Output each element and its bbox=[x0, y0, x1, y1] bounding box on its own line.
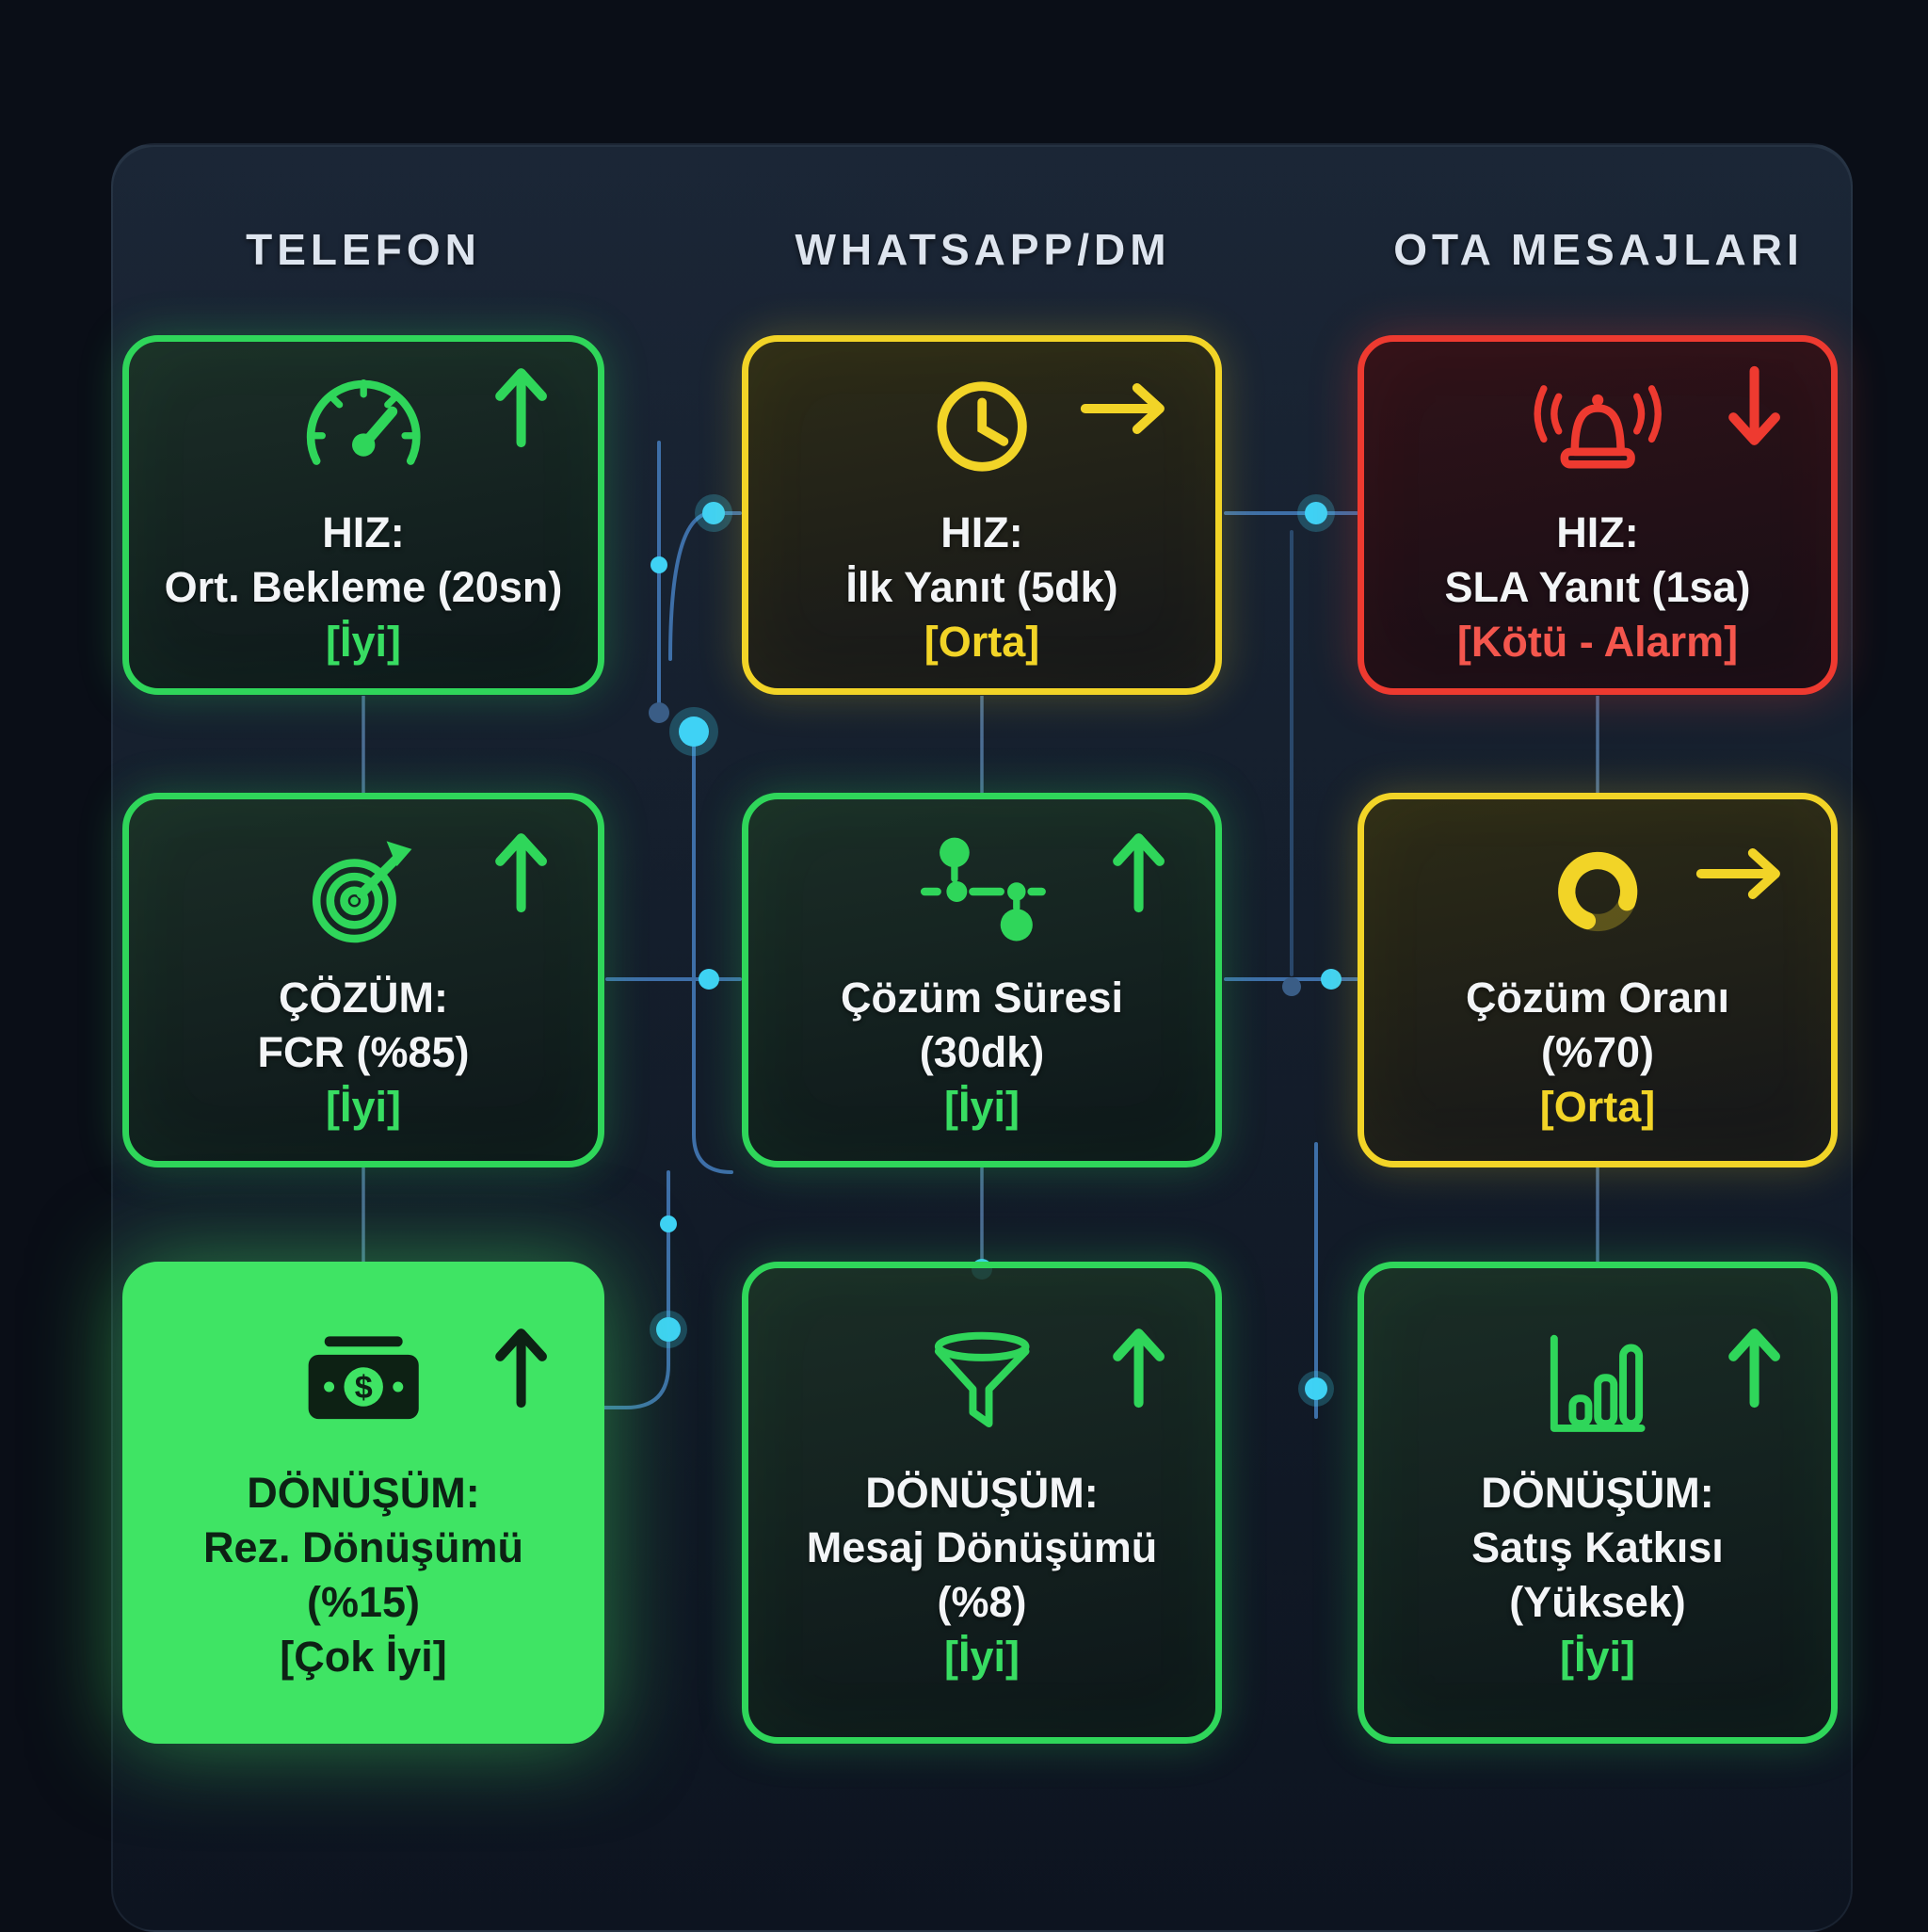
banknote-icon: $ bbox=[295, 1329, 432, 1444]
trend-up-icon bbox=[1107, 828, 1170, 916]
card-title: DÖNÜŞÜM: bbox=[865, 1469, 1099, 1517]
icon-row bbox=[748, 1321, 1215, 1453]
status-badge: [Çok İyi] bbox=[280, 1633, 447, 1681]
funnel-icon bbox=[913, 1329, 1051, 1444]
icon-row bbox=[748, 361, 1215, 492]
card-ota-cozum-orani: Çözüm Oranı (%70) [Orta] bbox=[1358, 793, 1838, 1167]
icon-row bbox=[748, 826, 1215, 958]
card-value-2: (%8) bbox=[937, 1578, 1027, 1626]
alarm-bell-icon bbox=[1529, 369, 1666, 484]
icon-row bbox=[1364, 361, 1831, 492]
status-badge: [Orta] bbox=[924, 618, 1040, 666]
card-telefon-cozum: ÇÖZÜM: FCR (%85) [İyi] bbox=[122, 793, 604, 1167]
card-title: DÖNÜŞÜM: bbox=[1481, 1469, 1714, 1517]
trend-down-icon bbox=[1723, 362, 1786, 451]
card-ota-hiz: HIZ: SLA Yanıt (1sa) [Kötü - Alarm] bbox=[1358, 335, 1838, 695]
status-badge: [Orta] bbox=[1539, 1083, 1656, 1131]
card-ota-donusum: DÖNÜŞÜM: Satış Katkısı (Yüksek) [İyi] bbox=[1358, 1262, 1838, 1744]
trend-up-icon bbox=[490, 362, 553, 451]
status-badge: [İyi] bbox=[943, 1633, 1020, 1681]
card-value: FCR (%85) bbox=[257, 1028, 470, 1076]
target-icon bbox=[295, 834, 432, 949]
status-badge: [İyi] bbox=[943, 1083, 1020, 1131]
icon-row bbox=[1364, 1321, 1831, 1453]
icon-row: $ bbox=[129, 1321, 598, 1453]
card-value: (%70) bbox=[1540, 1028, 1655, 1076]
card-telefon-hiz: HIZ: Ort. Bekleme (20sn) [İyi] bbox=[122, 335, 604, 695]
bar-chart-icon bbox=[1529, 1329, 1666, 1444]
column-header-ota-mesajlari: OTA MESAJLARI bbox=[1393, 225, 1804, 274]
card-value: Ort. Bekleme (20sn) bbox=[164, 563, 563, 611]
donut-ring-icon bbox=[1529, 834, 1666, 949]
trend-up-icon bbox=[1723, 1323, 1786, 1411]
flow-nodes-icon bbox=[913, 834, 1051, 949]
icon-row bbox=[129, 826, 598, 958]
icon-row bbox=[1364, 826, 1831, 958]
trend-up-icon bbox=[1107, 1323, 1170, 1411]
card-title: DÖNÜŞÜM: bbox=[247, 1469, 480, 1517]
column-header-whatsapp-dm: WHATSAPP/DM bbox=[795, 225, 1171, 274]
card-whatsapp-cozum-suresi: Çözüm Süresi (30dk) [İyi] bbox=[742, 793, 1222, 1167]
trend-right-icon bbox=[1693, 828, 1786, 905]
svg-text:$: $ bbox=[354, 1370, 372, 1406]
card-value: Satış Katkısı bbox=[1471, 1523, 1724, 1571]
status-badge: [İyi] bbox=[325, 1083, 401, 1131]
status-badge: [Kötü - Alarm] bbox=[1456, 618, 1739, 666]
card-title: HIZ: bbox=[1556, 508, 1639, 556]
icon-row bbox=[129, 361, 598, 492]
card-title: ÇÖZÜM: bbox=[279, 974, 448, 1022]
card-telefon-donusum: $ DÖNÜŞÜM: Rez. Dönüşümü (%15) [Çok İyi] bbox=[122, 1262, 604, 1744]
trend-up-icon bbox=[490, 828, 553, 916]
card-value-2: (%15) bbox=[306, 1578, 421, 1626]
status-badge: [İyi] bbox=[325, 618, 401, 666]
card-value: Mesaj Dönüşümü bbox=[806, 1523, 1158, 1571]
card-title: Çözüm Süresi bbox=[840, 974, 1124, 1022]
status-badge: [İyi] bbox=[1559, 1633, 1635, 1681]
card-title: HIZ: bbox=[940, 508, 1023, 556]
card-value: SLA Yanıt (1sa) bbox=[1444, 563, 1751, 611]
card-value: Rez. Dönüşümü bbox=[202, 1523, 523, 1571]
card-title: HIZ: bbox=[322, 508, 405, 556]
column-header-telefon: TELEFON bbox=[246, 225, 481, 274]
card-value: İlk Yanıt (5dk) bbox=[845, 563, 1118, 611]
card-whatsapp-hiz: HIZ: İlk Yanıt (5dk) [Orta] bbox=[742, 335, 1222, 695]
clock-icon bbox=[913, 369, 1051, 484]
card-value: (30dk) bbox=[919, 1028, 1045, 1076]
gauge-icon bbox=[295, 369, 432, 484]
card-title: Çözüm Oranı bbox=[1465, 974, 1730, 1022]
trend-up-icon bbox=[490, 1323, 553, 1411]
trend-right-icon bbox=[1077, 362, 1170, 440]
card-value-2: (Yüksek) bbox=[1509, 1578, 1686, 1626]
card-whatsapp-donusum: DÖNÜŞÜM: Mesaj Dönüşümü (%8) [İyi] bbox=[742, 1262, 1222, 1744]
